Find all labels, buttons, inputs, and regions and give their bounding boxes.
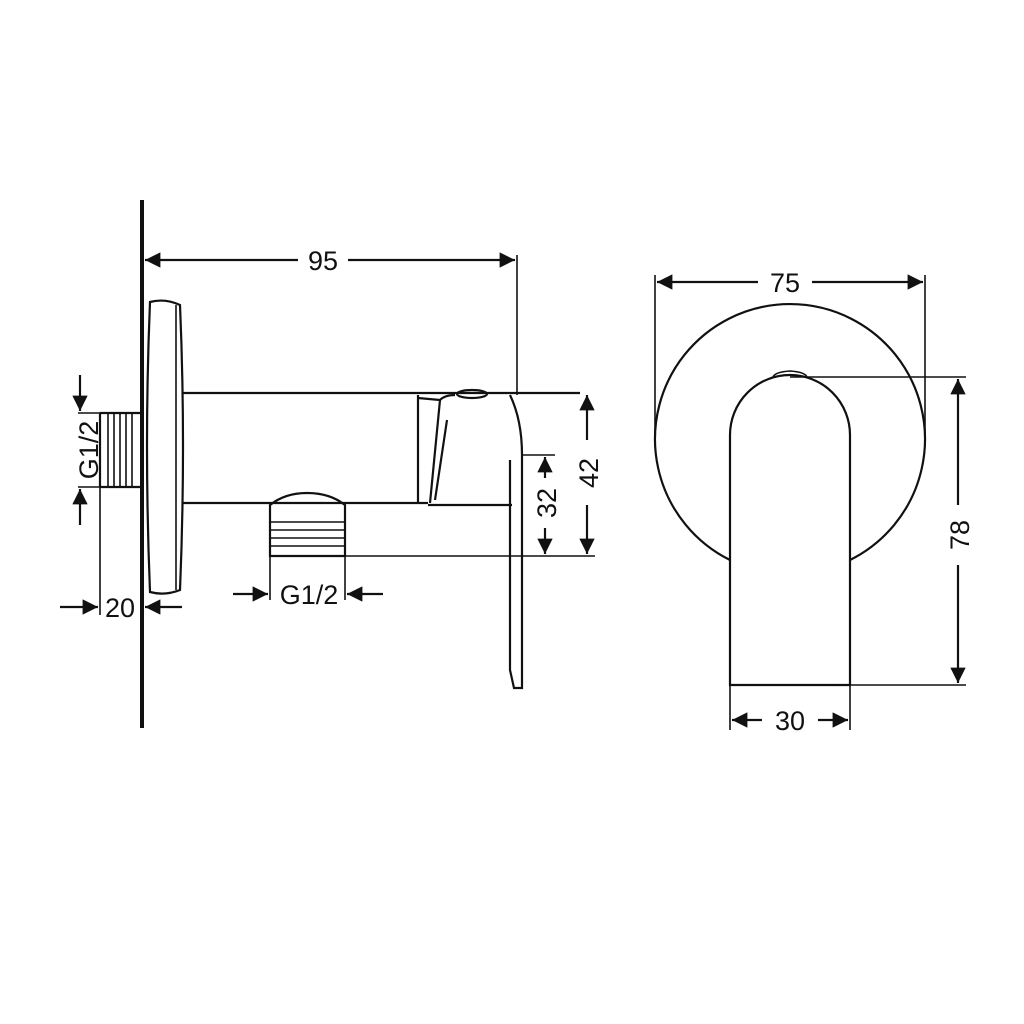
cam-piece (417, 393, 456, 504)
indicator-dot (455, 388, 489, 400)
dim-label-32: 32 (532, 488, 562, 518)
dim-label-95: 95 (308, 246, 338, 276)
escutcheon-front (653, 303, 927, 561)
wall-thread (98, 411, 140, 489)
outlet-thread (268, 491, 347, 558)
dim-label-wall-thread: G1/2 (74, 421, 104, 480)
dim-label-78: 78 (945, 520, 975, 550)
dim-label-20: 20 (105, 593, 135, 623)
front-view: 75 78 30 (653, 268, 975, 736)
valve-body (182, 391, 580, 507)
lever-handle (508, 394, 524, 690)
side-view: 95 42 32 G1/2 20 G1/2 (60, 200, 604, 728)
dim-label-30: 30 (775, 706, 805, 736)
handle-front (728, 373, 852, 687)
dim-label-outlet-thread: G1/2 (280, 580, 339, 610)
dim-label-75: 75 (770, 268, 800, 298)
escutcheon-side (145, 299, 185, 595)
dim-label-42: 42 (574, 458, 604, 488)
indicator-bump (772, 370, 808, 378)
